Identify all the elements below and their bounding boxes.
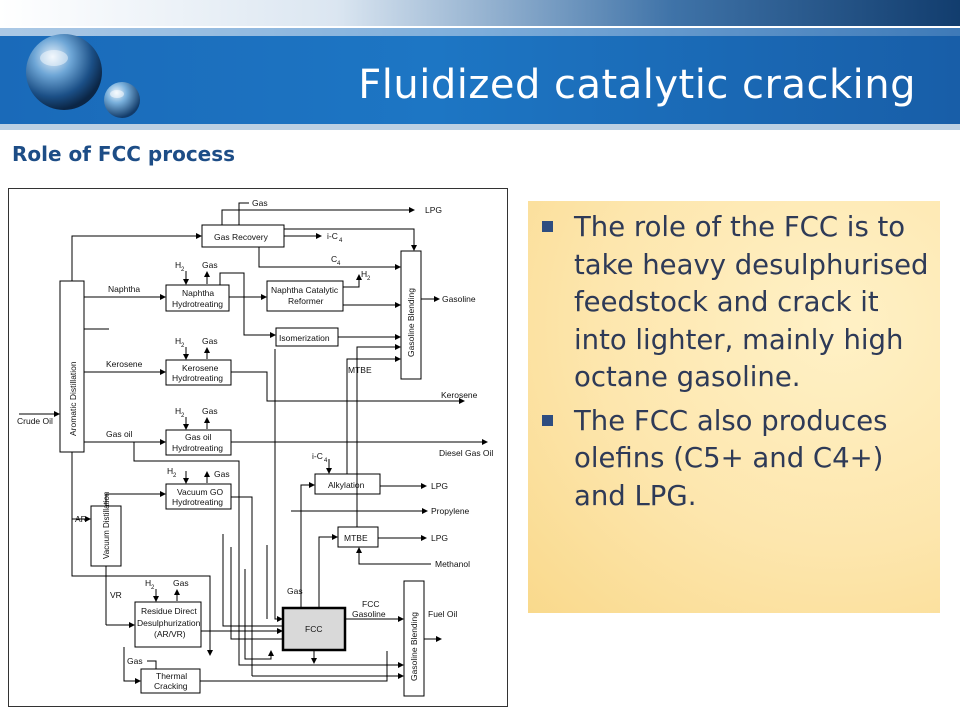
unit-gasoline-blending-bottom: Gasoline Blending [409, 612, 419, 681]
unit-kerosene-ht-1: Kerosene [182, 363, 219, 373]
stream-h2-rdd: H [145, 578, 151, 588]
stream-kerosene: Kerosene [106, 359, 143, 369]
stream-gas-gasoil: Gas [202, 406, 218, 416]
stream-h2-naphtha-sub: 2 [181, 267, 185, 273]
stream-diesel: Diesel Gas Oil [439, 448, 493, 458]
stream-kerosene-out: Kerosene [441, 390, 478, 400]
stream-ar: AR [75, 514, 87, 524]
bullet-list: The role of the FCC is to take heavy des… [528, 201, 940, 515]
unit-rdd-3: (AR/VR) [154, 629, 186, 639]
unit-vacuum-go-2: Hydrotreating [172, 497, 223, 507]
refinery-process-diagram: Crude Oil Aromatic Distillation Gas Reco… [8, 188, 508, 707]
gasoline-blending-top-box [400, 250, 422, 380]
process-flow-svg: Crude Oil Aromatic Distillation Gas Reco… [17, 198, 493, 697]
unit-fcc: FCC [305, 624, 322, 634]
stream-h2-reformer: H [361, 269, 367, 279]
unit-aromatic-distillation: Aromatic Distillation [68, 361, 78, 436]
stream-h2-naphtha: H [175, 260, 181, 270]
stream-lpg-top: LPG [425, 205, 442, 215]
stream-h2-vgo-sub: 2 [173, 473, 177, 479]
globe-logo-icon [26, 34, 140, 118]
square-bullet-icon [542, 414, 553, 426]
stream-vr: VR [110, 590, 122, 600]
stream-mtbe-label: MTBE [348, 365, 372, 375]
unit-isomerization: Isomerization [279, 333, 330, 343]
stream-h2-gasoil-sub: 2 [181, 413, 185, 419]
bullet-item: The role of the FCC is to take heavy des… [542, 209, 930, 397]
naphtha-hydrotreating-box [165, 284, 230, 312]
unit-kerosene-ht-2: Hydrotreating [172, 373, 223, 383]
stream-h2-rdd-sub: 2 [151, 585, 155, 591]
stream-h2-kerosene: H [175, 336, 181, 346]
stream-gas-thermal: Gas [127, 656, 143, 666]
bullet-item: The FCC also produces olefins (C5+ and C… [542, 403, 930, 516]
bullet-text: The FCC also produces olefins (C5+ and C… [574, 404, 888, 512]
stream-h2-gasoil: H [175, 406, 181, 416]
stream-h2-kerosene-sub: 2 [181, 343, 185, 349]
stream-gas-rdd: Gas [173, 578, 189, 588]
stream-gas-kerosene: Gas [202, 336, 218, 346]
unit-vacuum-distillation: Vacuum Distillation [102, 492, 111, 559]
unit-rdd-1: Residue Direct [141, 606, 197, 616]
header-stripe [0, 28, 960, 36]
slide-title: Fluidized catalytic cracking [358, 62, 916, 108]
unit-gasoil-ht-1: Gas oil [185, 432, 212, 442]
unit-reformer-2: Reformer [288, 296, 324, 306]
unit-gasoline-blending-top: Gasoline Blending [406, 288, 416, 357]
unit-alkylation: Alkylation [328, 480, 365, 490]
flow-lines [19, 202, 488, 684]
unit-thermal-2: Cracking [154, 681, 188, 691]
residue-desulph-box [134, 601, 202, 648]
top-strip [0, 0, 960, 26]
header-underband [0, 124, 960, 130]
stream-gasoline: Gasoline [442, 294, 476, 304]
stream-methanol: Methanol [435, 559, 470, 569]
stream-crude-oil: Crude Oil [17, 416, 53, 426]
stream-fcc-gasoline-2: Gasoline [352, 609, 386, 619]
stream-c4: C [331, 254, 337, 264]
header-band: Fluidized catalytic cracking [0, 28, 960, 124]
stream-gas-oil: Gas oil [106, 429, 133, 439]
unit-rdd-2: Desulphurization [137, 618, 201, 628]
stream-ic4-top-sub: 4 [339, 238, 343, 244]
stream-gas-vgo: Gas [214, 469, 230, 479]
stream-lpg-alky: LPG [431, 481, 448, 491]
stream-naphtha: Naphtha [108, 284, 140, 294]
stream-c4-sub: 4 [337, 261, 341, 267]
unit-gas-recovery: Gas Recovery [214, 232, 269, 242]
stream-ic4-alky: i-C [312, 451, 323, 461]
stream-gas-fcc: Gas [287, 586, 303, 596]
unit-naphtha-ht-1: Naphtha [182, 288, 214, 298]
stream-ic4-top: i-C [327, 231, 338, 241]
diagram-labels: Crude Oil Aromatic Distillation Gas Reco… [17, 198, 493, 691]
unit-naphtha-ht-2: Hydrotreating [172, 299, 223, 309]
stream-h2-reformer-sub: 2 [367, 276, 371, 282]
stream-ic4-alky-sub: 4 [324, 458, 328, 464]
slide-subtitle: Role of FCC process [12, 142, 236, 166]
stream-gas-naphtha: Gas [202, 260, 218, 270]
bullet-text: The role of the FCC is to take heavy des… [574, 211, 929, 393]
stream-lpg-mtbe: LPG [431, 533, 448, 543]
bullet-panel: The role of the FCC is to take heavy des… [528, 201, 940, 613]
unit-mtbe: MTBE [344, 533, 368, 543]
stream-fuel-oil: Fuel Oil [428, 609, 457, 619]
stream-h2-vgo: H [167, 466, 173, 476]
naphtha-reformer-box [266, 280, 344, 312]
stream-gas-top: Gas [252, 198, 268, 208]
square-bullet-icon [542, 221, 553, 232]
unit-gasoil-ht-2: Hydrotreating [172, 443, 223, 453]
stream-fcc-gasoline-1: FCC [362, 599, 379, 609]
unit-reformer-1: Naphtha Catalytic [271, 285, 339, 295]
unit-thermal-1: Thermal [156, 671, 187, 681]
unit-vacuum-go-1: Vacuum GO [177, 487, 224, 497]
stream-propylene: Propylene [431, 506, 470, 516]
